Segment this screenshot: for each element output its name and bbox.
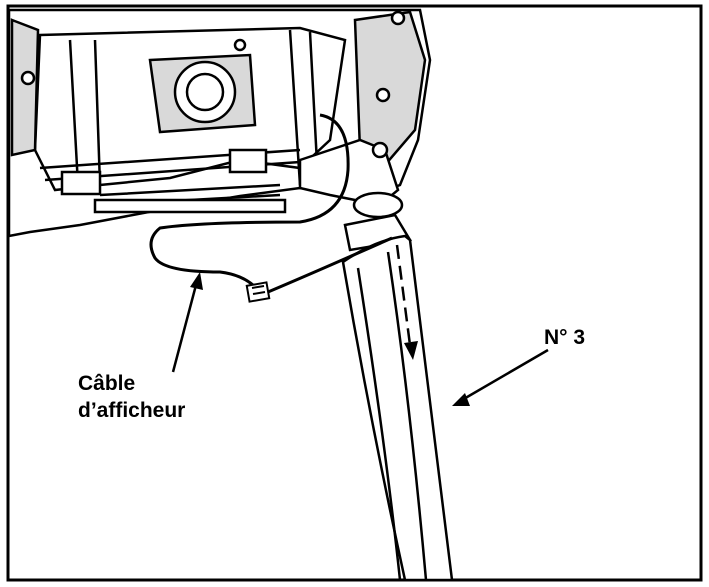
cable-leader-arrow <box>171 272 203 373</box>
upright-tube <box>341 234 454 582</box>
cable-routing-arrow <box>395 244 418 360</box>
console-housing <box>7 8 432 238</box>
cable-label-line2: d’afficheur <box>78 399 186 422</box>
cable-connector <box>245 281 271 303</box>
cable-label-line1: Câble <box>78 372 136 395</box>
cable-label: Câble d’afficheur <box>78 370 185 424</box>
part-leader-arrow <box>452 348 549 406</box>
part-number-label: N° 3 <box>544 326 586 349</box>
display-cable <box>149 113 393 294</box>
